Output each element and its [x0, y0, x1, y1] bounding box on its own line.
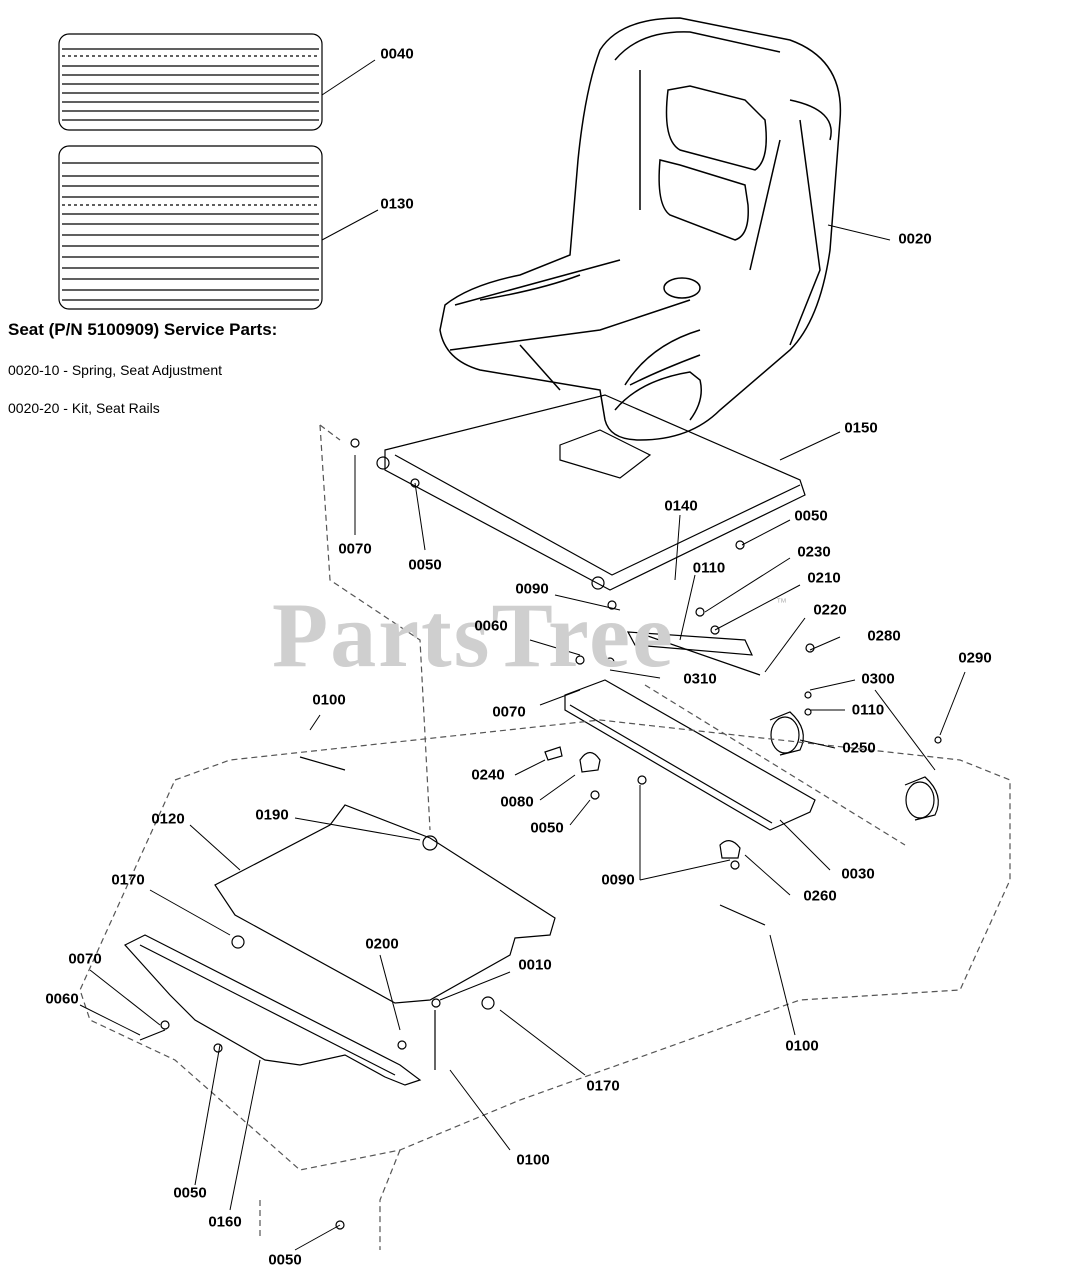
front-bracket: [124, 934, 422, 1086]
callout-0090: 0090: [601, 871, 635, 889]
service-item: 0020-20 - Kit, Seat Rails: [8, 400, 160, 416]
callout-0310: 0310: [683, 670, 717, 688]
watermark-tm: ™: [776, 597, 787, 609]
callout-0080: 0080: [500, 793, 534, 811]
callout-0070: 0070: [338, 540, 372, 558]
callout-0140: 0140: [664, 497, 698, 515]
callout-0040: 0040: [380, 45, 414, 63]
hardware: [139, 438, 942, 1230]
callout-0240: 0240: [471, 766, 505, 784]
service-item: 0020-10 - Spring, Seat Adjustment: [8, 362, 223, 378]
callout-0260: 0260: [803, 887, 837, 905]
service-parts-title: Seat (P/N 5100909) Service Parts:: [8, 320, 278, 339]
leader-lines: [79, 59, 966, 1251]
callout-0190: 0190: [255, 806, 289, 824]
seat-rail: [564, 631, 816, 831]
bumpers: [769, 711, 939, 821]
callout-0100: 0100: [516, 1151, 550, 1169]
callout-0100: 0100: [785, 1037, 819, 1055]
callout-0070: 0070: [68, 950, 102, 968]
callout-0110: 0110: [851, 701, 885, 719]
seat: [439, 17, 842, 441]
watermark: PartsTree: [272, 584, 675, 686]
callout-0050: 0050: [268, 1251, 302, 1269]
callout-0070: 0070: [492, 703, 526, 721]
seat-pan: [376, 394, 806, 591]
callout-0290: 0290: [958, 649, 992, 667]
callout-0220: 0220: [813, 601, 847, 619]
callout-0300: 0300: [861, 670, 895, 688]
callout-0150: 0150: [844, 419, 878, 437]
callout-0110: 0110: [692, 559, 726, 577]
decal-0040: [58, 33, 323, 131]
callout-0010: 0010: [518, 956, 552, 974]
callout-0210: 0210: [807, 569, 841, 587]
callout-0090: 0090: [515, 580, 549, 598]
callout-0100: 0100: [312, 691, 346, 709]
callout-0130: 0130: [380, 195, 414, 213]
callout-0050: 0050: [408, 556, 442, 574]
callout-0160: 0160: [208, 1213, 242, 1231]
callout-0200: 0200: [365, 935, 399, 953]
callout-0170: 0170: [586, 1077, 620, 1095]
callout-0170: 0170: [111, 871, 145, 889]
callout-0120: 0120: [151, 810, 185, 828]
callout-0250: 0250: [842, 739, 876, 757]
callout-0020: 0020: [898, 230, 932, 248]
callout-0050: 0050: [794, 507, 828, 525]
callout-0060: 0060: [45, 990, 79, 1008]
callout-0280: 0280: [867, 627, 901, 645]
callout-0050: 0050: [173, 1184, 207, 1202]
frame-outline: [79, 424, 1011, 1250]
seat-plate: [214, 804, 556, 1004]
callout-0230: 0230: [797, 543, 831, 561]
decal-0130: [58, 145, 323, 310]
callout-0050: 0050: [530, 819, 564, 837]
callout-0060: 0060: [474, 617, 508, 635]
callout-0030: 0030: [841, 865, 875, 883]
